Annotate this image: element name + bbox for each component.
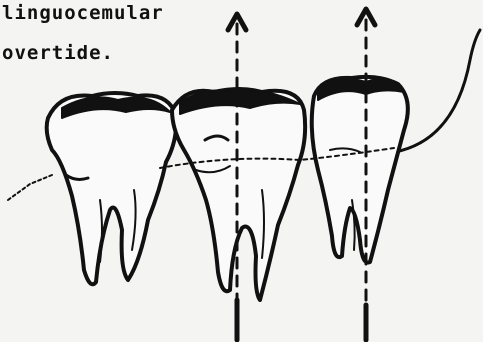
tooth-right xyxy=(312,77,408,263)
tooth-middle xyxy=(172,89,305,300)
left-pointer-line xyxy=(8,175,52,200)
right-pointer-line xyxy=(395,30,480,152)
tooth-left xyxy=(47,93,177,284)
